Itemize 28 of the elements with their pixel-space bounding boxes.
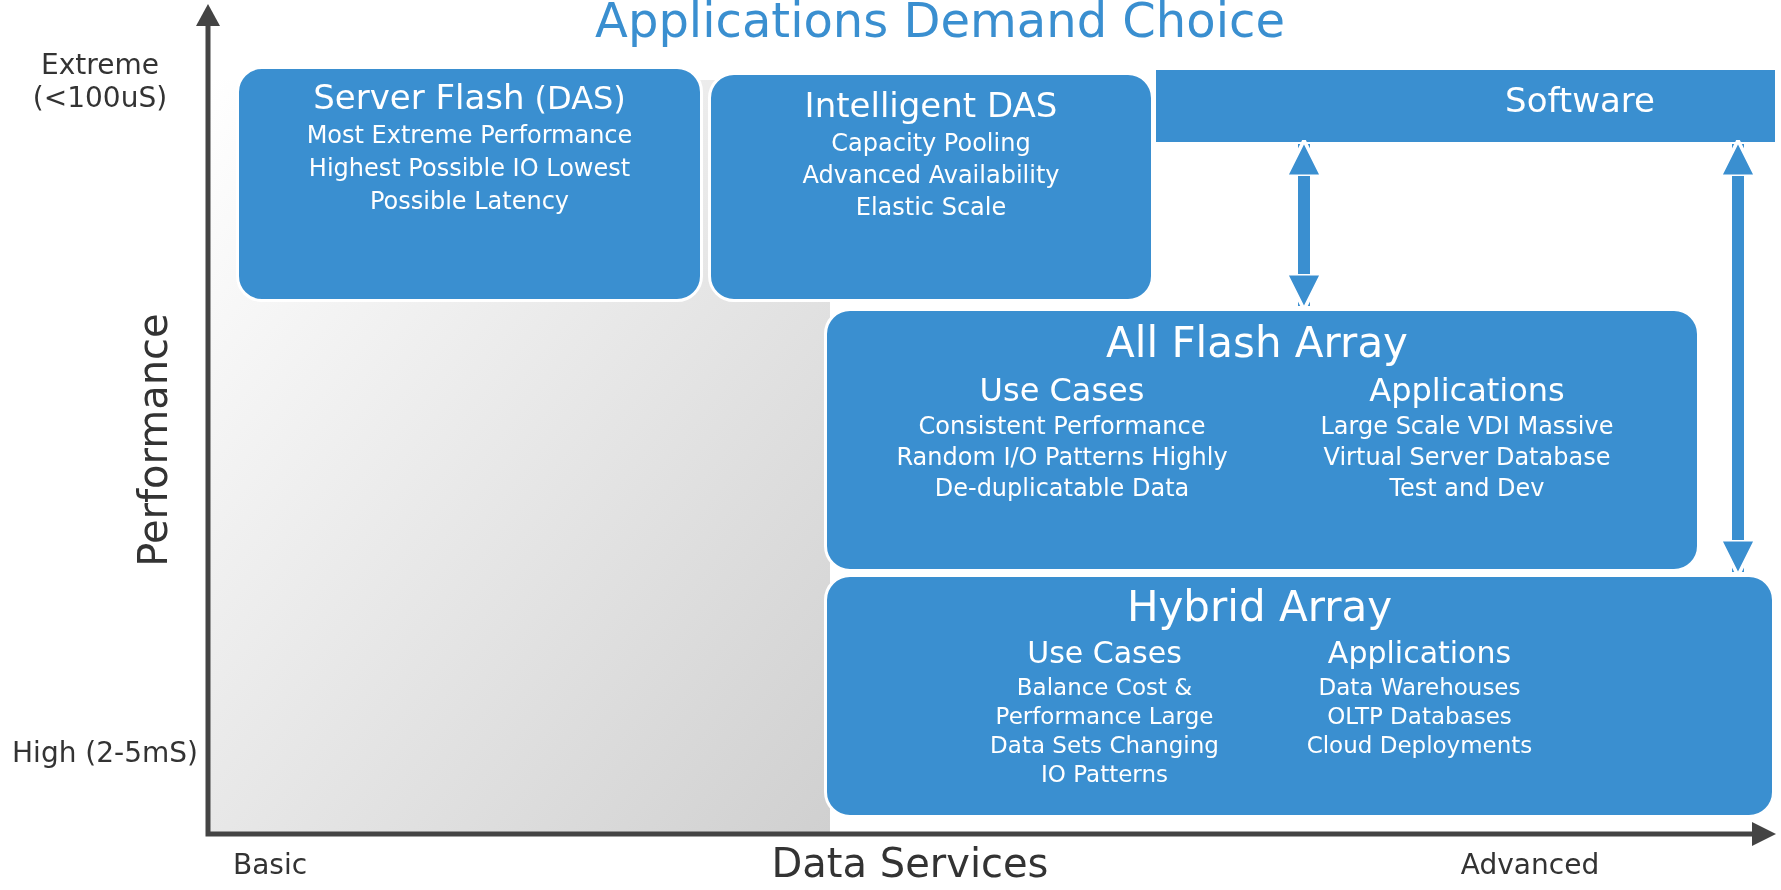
heading-text: Hybrid Array: [1126, 581, 1393, 633]
band: [1156, 70, 1775, 142]
body-text: Large Scale VDI Massive Virtual Server Database Test and Dev: [1319, 411, 1615, 504]
title: Applications Demand Choice: [594, 0, 1286, 48]
axis-tick-label: Basic: [231, 848, 309, 881]
body-text: Data Warehouses OLTP Databases Cloud Deployments: [1305, 673, 1534, 760]
heading-text: All Flash Array: [1106, 317, 1408, 369]
subheading-text: Use Cases: [979, 370, 1145, 411]
rounded-box: [824, 308, 1700, 572]
subheading-text: (DAS): [534, 78, 626, 119]
subheading-text: Applications: [1369, 370, 1565, 411]
axis-title: Data Services: [770, 840, 1050, 886]
axis-tick-label: Extreme (<100uS): [31, 48, 169, 114]
axis-title: Performance: [130, 312, 176, 569]
heading-text: Server Flash: [313, 76, 525, 119]
band-label: Software: [1505, 79, 1655, 122]
heading-text: Intelligent DAS: [804, 84, 1058, 127]
body-text: Capacity Pooling Advanced Availability Elastic Scale: [801, 128, 1061, 223]
body-text: Consistent Performance Random I/O Patterns Highly De-duplicatable Data: [895, 411, 1229, 504]
axis-tick-label: Advanced: [1459, 848, 1601, 881]
axis-tick-label: High (2-5mS): [11, 736, 199, 769]
rounded-box: [708, 72, 1154, 302]
subheading-text: Use Cases: [1027, 634, 1182, 672]
rounded-box: [824, 574, 1775, 818]
body-text: Most Extreme Performance Highest Possible IO Lowest Possible Latency: [305, 120, 634, 217]
subheading-text: Applications: [1327, 634, 1512, 672]
rounded-box: [236, 66, 703, 302]
body-text: Balance Cost & Performance Large Data Sets Changing IO Patterns: [989, 673, 1220, 789]
